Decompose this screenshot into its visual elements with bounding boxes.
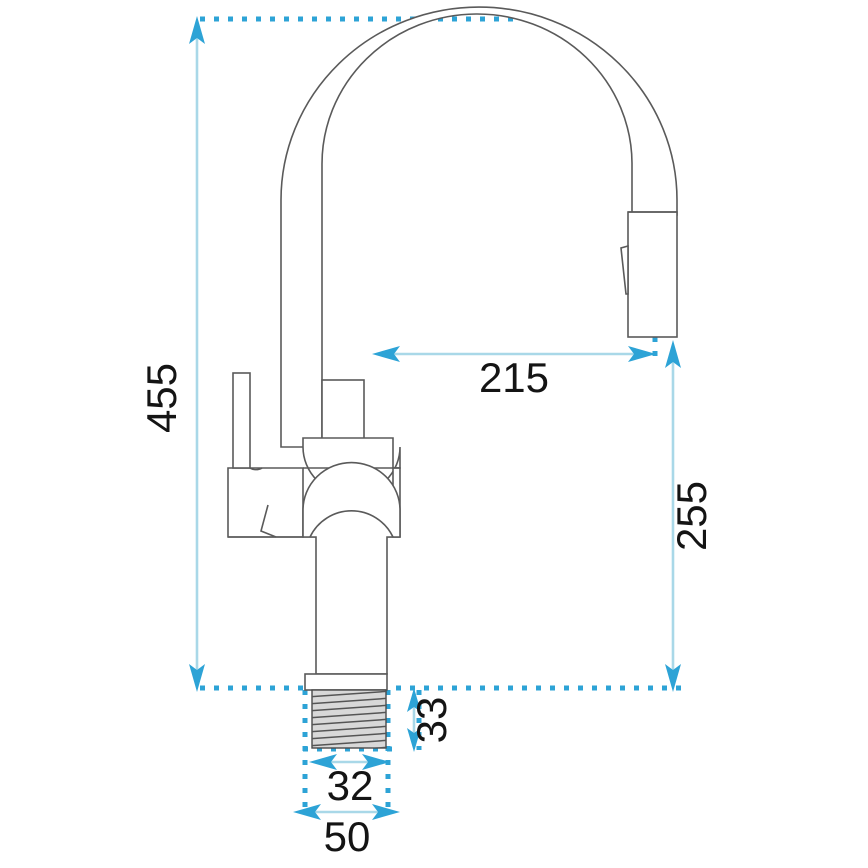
dimension-33-arrow-top — [407, 688, 421, 712]
dimension-50-arrow-left — [293, 804, 321, 820]
dimension-33: 33 — [407, 688, 455, 752]
dimension-50-label: 50 — [324, 813, 371, 860]
body-column — [302, 461, 401, 675]
dimension-455-arrow-top — [189, 16, 205, 44]
body-dome-arc — [309, 510, 394, 538]
dimension-255-label: 255 — [668, 481, 715, 551]
dimension-32: 32 — [309, 754, 390, 809]
dimension-50-arrow-right — [372, 804, 400, 820]
faucet-geometry-group — [227, 6, 678, 749]
dimension-32-arrow-right — [362, 754, 390, 770]
handle-block — [227, 467, 304, 538]
base-flange — [304, 673, 388, 691]
lever-handle-pivot — [249, 467, 263, 471]
dimension-32-label: 32 — [327, 762, 374, 809]
spray-trigger — [620, 244, 629, 295]
lever-handle — [232, 372, 251, 469]
dimension-215-arrow-left — [372, 346, 400, 362]
dimension-33-label: 33 — [408, 697, 455, 744]
dimension-455: 455 — [138, 16, 205, 692]
spray-head — [627, 211, 678, 338]
handle-block-detail — [260, 504, 277, 538]
dimension-215-arrow-right — [628, 346, 656, 362]
dimension-455-arrow-bottom — [189, 664, 205, 692]
dimension-33-arrow-bottom — [407, 728, 421, 752]
dimension-32-arrow-left — [309, 754, 337, 770]
dimension-50: 50 — [293, 804, 400, 860]
dimension-455-label: 455 — [138, 363, 185, 433]
extension-lines-group — [200, 16, 681, 812]
dimension-255-arrow-top — [665, 340, 681, 368]
dimension-255: 255 — [665, 340, 715, 692]
dimension-255-arrow-bottom — [665, 664, 681, 692]
dimension-215: 215 — [372, 346, 656, 401]
spout-arc — [280, 6, 678, 448]
thread-hatching — [312, 690, 386, 748]
dimension-215-label: 215 — [479, 354, 549, 401]
